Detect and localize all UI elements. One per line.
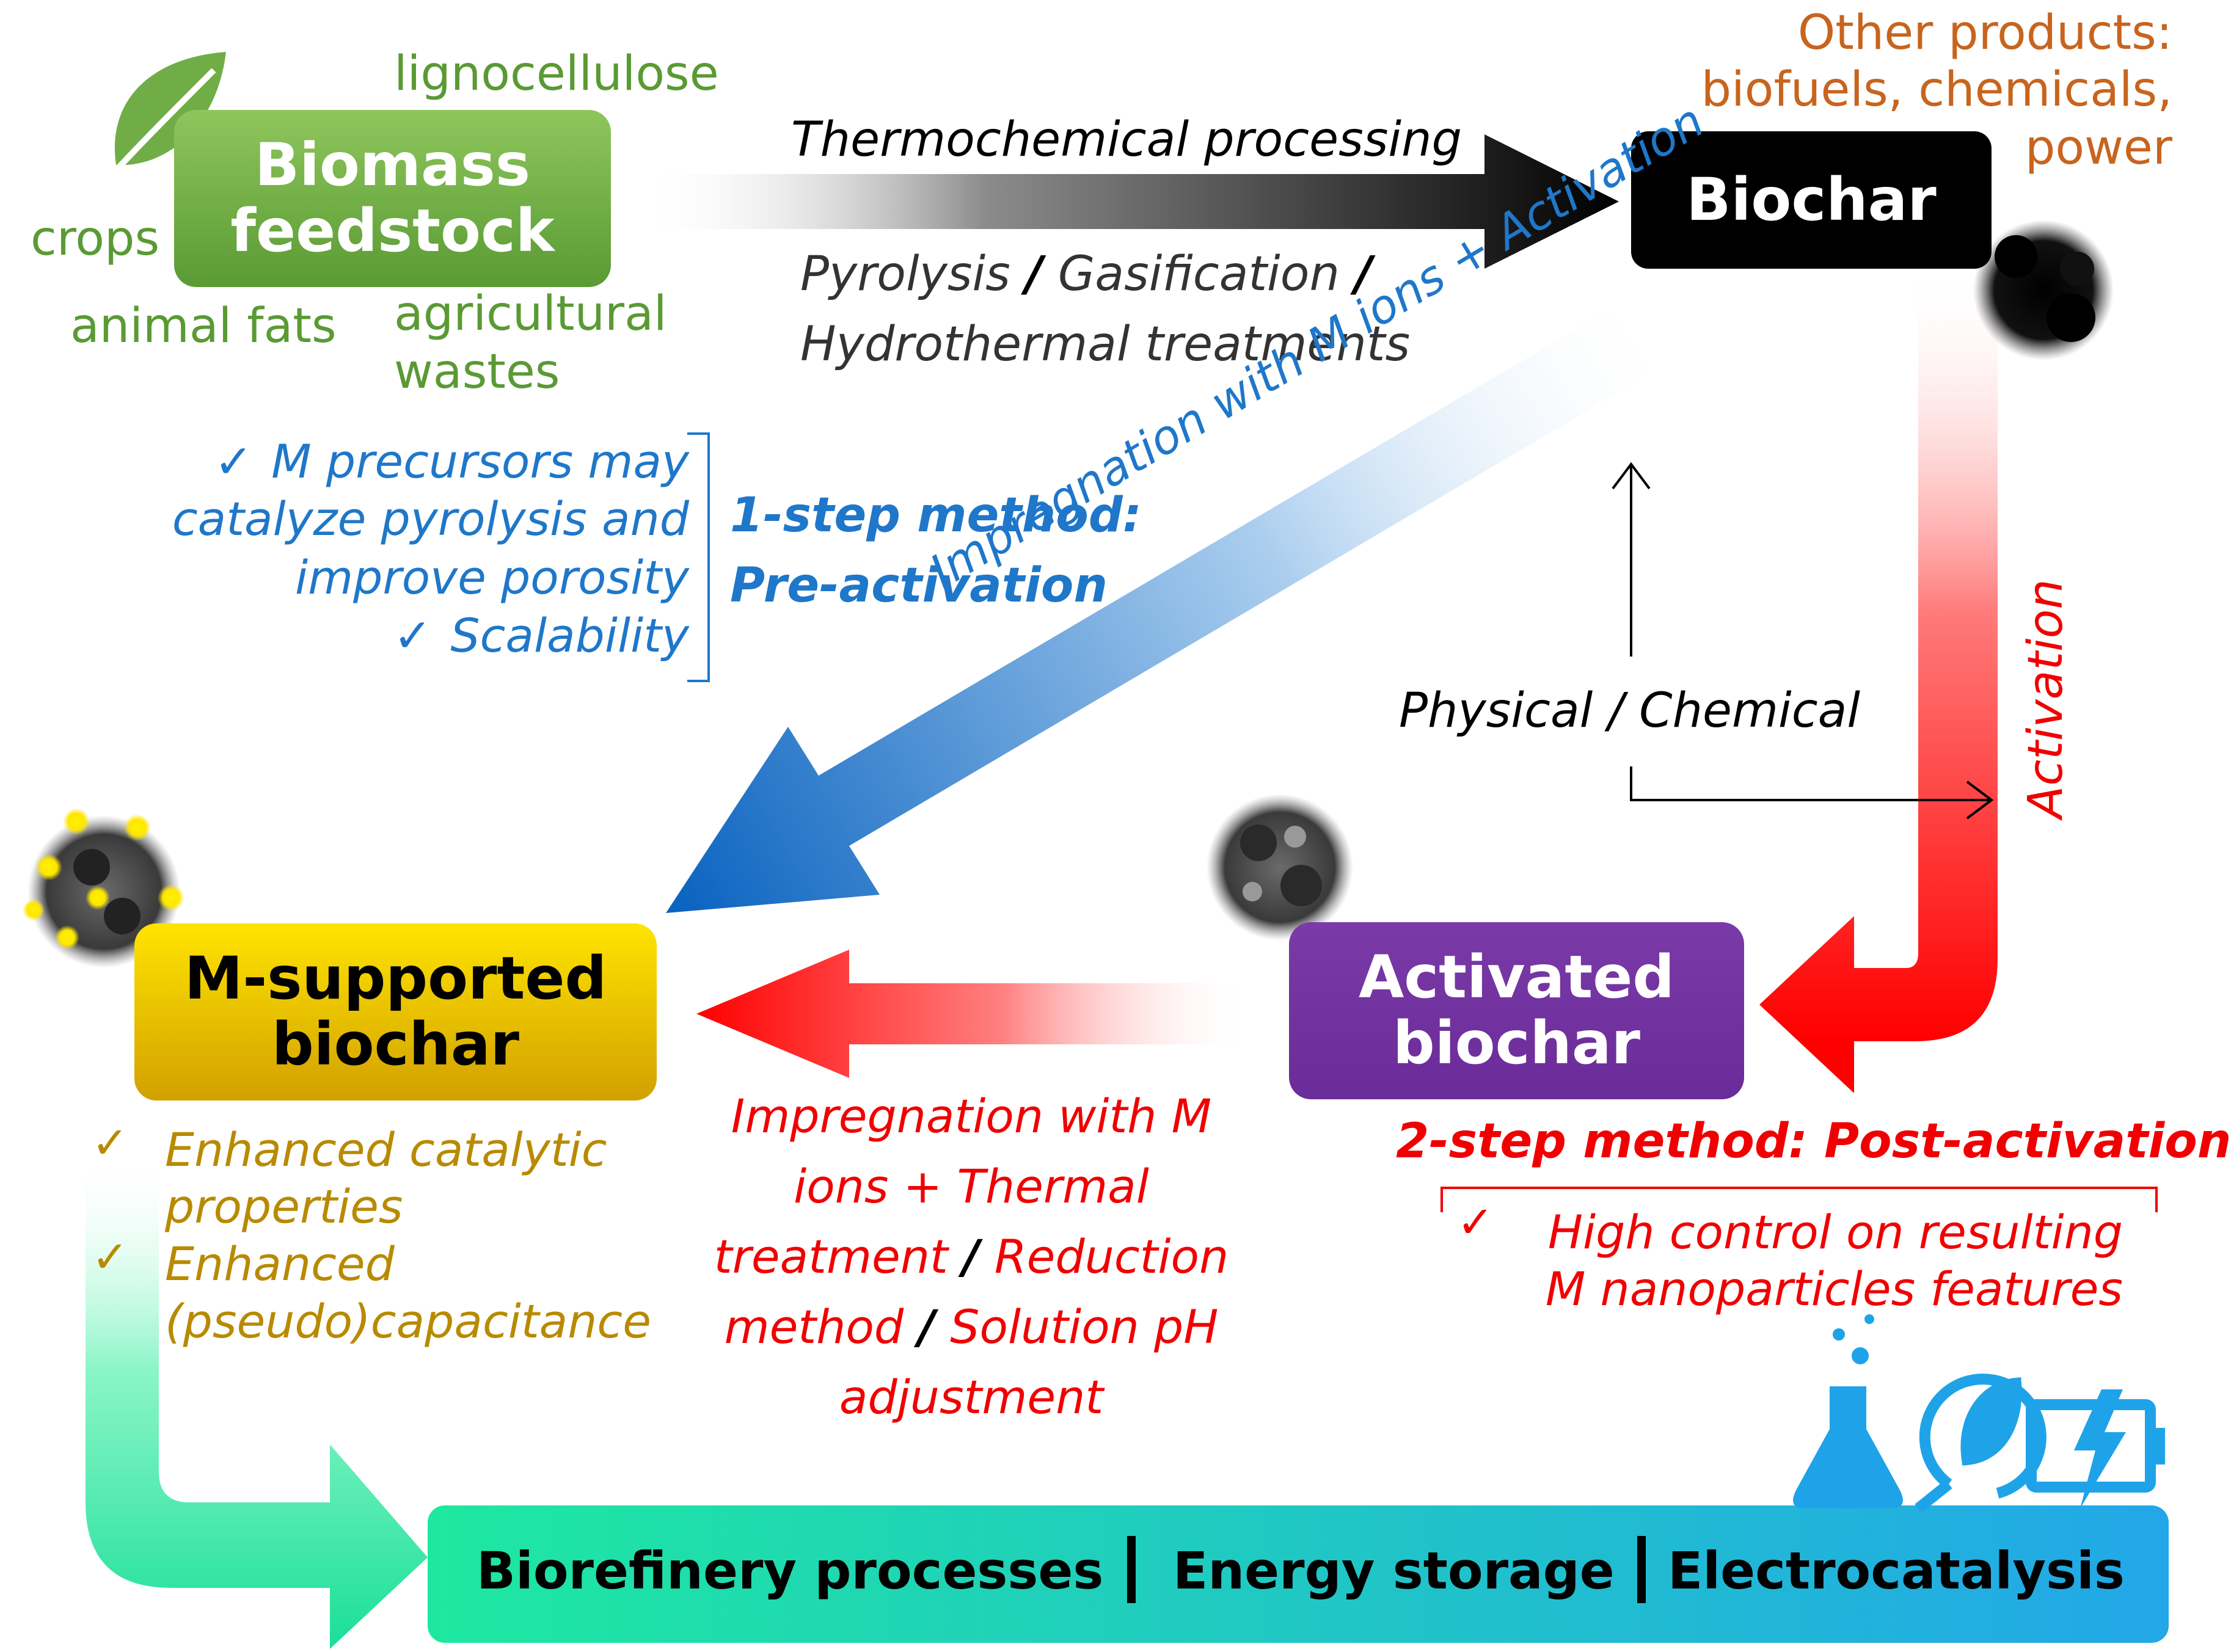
physical-chemical-arrowhead-right: [1966, 781, 1994, 820]
impregnation-line1: Impregnation with M: [731, 1089, 1212, 1143]
source-agricultural-wastes-line2: wastes: [394, 344, 560, 399]
activation-arrow: [1759, 263, 1998, 1093]
activated-biochar-particle-icon: [1207, 794, 1353, 941]
activated-biochar-label-2: biochar: [1393, 1009, 1640, 1077]
thermochemical-processing-label: Thermochemical processing: [791, 112, 1462, 167]
source-animal-fats: animal fats: [70, 299, 337, 354]
two-step-method-title: 2-step method: Post-activation: [1396, 1114, 2231, 1169]
application-electrocatalysis: Electrocatalysis: [1668, 1541, 2125, 1601]
m-supported-label-1: M-supported: [184, 944, 607, 1013]
impregnation-line3: treatment / Reduction: [714, 1234, 1229, 1280]
one-step-advantage-1: ✓M precursors may: [214, 438, 689, 485]
two-step-advantage-line2: M nanoparticles features: [1545, 1262, 2123, 1316]
two-step-check: ✓: [1457, 1196, 1494, 1248]
source-crops: crops: [31, 211, 160, 266]
benefit-check-2: ✓: [92, 1231, 129, 1283]
benefit-1-line2: properties: [165, 1179, 403, 1234]
impregnation-arrow: [696, 950, 1252, 1078]
impregnation-treatment: treatment: [714, 1229, 948, 1284]
impregnation-line2: ions + Thermal: [794, 1159, 1149, 1214]
one-step-advantage-3: improve porosity: [295, 550, 689, 605]
application-biorefinery: Biorefinery processes: [477, 1541, 1104, 1601]
method-gasification: Gasification: [1057, 247, 1340, 302]
leaf-plug-icon: [1915, 1374, 2047, 1513]
applications-bar: [428, 1505, 2169, 1643]
impregnation-separator: /: [918, 1300, 936, 1354]
method-separator: /: [1025, 247, 1043, 302]
benefit-2-line2: (pseudo)capacitance: [165, 1294, 651, 1348]
source-lignocellulose: lignocellulose: [394, 46, 719, 101]
biochar-particle-icon: [1973, 220, 2114, 360]
activation-label: Activation: [2018, 579, 2073, 818]
benefit-check-1: ✓: [92, 1117, 129, 1168]
thermochemical-arrow: [641, 134, 1619, 269]
biochar-box: Biochar: [1631, 131, 1992, 269]
biomass-feedstock-label-2: feedstock: [230, 197, 555, 265]
two-step-bracket: [1440, 1187, 2158, 1212]
impregnation-reduction: Reduction: [994, 1229, 1229, 1284]
activated-biochar-label-1: Activated: [1358, 943, 1675, 1012]
pre-activation-arrow: [666, 293, 1668, 913]
one-step-bracket: [687, 432, 710, 682]
impregnation-method: method: [724, 1300, 904, 1354]
method-separator: /: [1354, 247, 1373, 302]
applications-arrow: [86, 1148, 428, 1649]
method-hydrothermal: Hydrothermal treatments: [800, 317, 1411, 372]
method-pyrolysis: Pyrolysis: [800, 247, 1010, 302]
benefit-2-line1: Enhanced: [165, 1237, 395, 1291]
impregnation-line5: adjustment: [839, 1370, 1104, 1424]
biomass-feedstock-box: Biomass feedstock: [174, 110, 611, 287]
applications-divider-2: [1637, 1536, 1646, 1603]
other-products-line3: power: [2025, 120, 2172, 175]
flask-icon: [1793, 1314, 1903, 1508]
other-products-line2: biofuels, chemicals,: [1701, 62, 2172, 117]
activated-biochar-box: Activated biochar: [1289, 922, 1744, 1099]
two-step-advantage-line1: High control on resulting: [1547, 1205, 2123, 1259]
check-mark-icon: ✓: [393, 608, 433, 663]
one-step-advantage-text: Scalability: [450, 608, 689, 663]
m-supported-label-2: biochar: [272, 1010, 519, 1079]
applications-divider-1: [1127, 1536, 1136, 1603]
check-mark-icon: ✓: [214, 434, 254, 489]
m-supported-biochar-box: M-supported biochar: [134, 923, 657, 1101]
benefit-1-line1: Enhanced catalytic: [165, 1123, 607, 1177]
biochar-label: Biochar: [1686, 165, 1937, 234]
leaf-icon: [104, 52, 226, 183]
one-step-advantage-2: catalyze pyrolysis and: [172, 492, 689, 546]
one-step-advantage-4: ✓Scalability: [393, 613, 689, 659]
biomass-feedstock-label-1: Biomass: [254, 131, 531, 200]
physical-chemical-arrowhead-up: [1612, 462, 1651, 490]
source-agricultural-wastes-line1: agricultural: [394, 286, 667, 341]
one-step-method-subtitle: Pre-activation: [730, 558, 1108, 613]
other-products-line1: Other products:: [1797, 5, 2172, 60]
battery-bolt-icon: [2026, 1389, 2165, 1508]
one-step-method-title: 1-step method:: [730, 488, 1142, 543]
application-energy-storage: Energy storage: [1173, 1541, 1615, 1601]
physical-chemical-line-right: [1630, 766, 1992, 801]
impregnation-separator: /: [962, 1229, 980, 1284]
impregnation-line4: method / Solution pH: [725, 1304, 1219, 1350]
thermochemical-methods-line1: Pyrolysis / Gasification /: [800, 250, 1372, 298]
impregnation-ph: Solution pH: [950, 1300, 1219, 1354]
one-step-advantage-text: M precursors may: [271, 434, 689, 489]
activation-types-label: Physical / Chemical: [1399, 683, 1861, 738]
